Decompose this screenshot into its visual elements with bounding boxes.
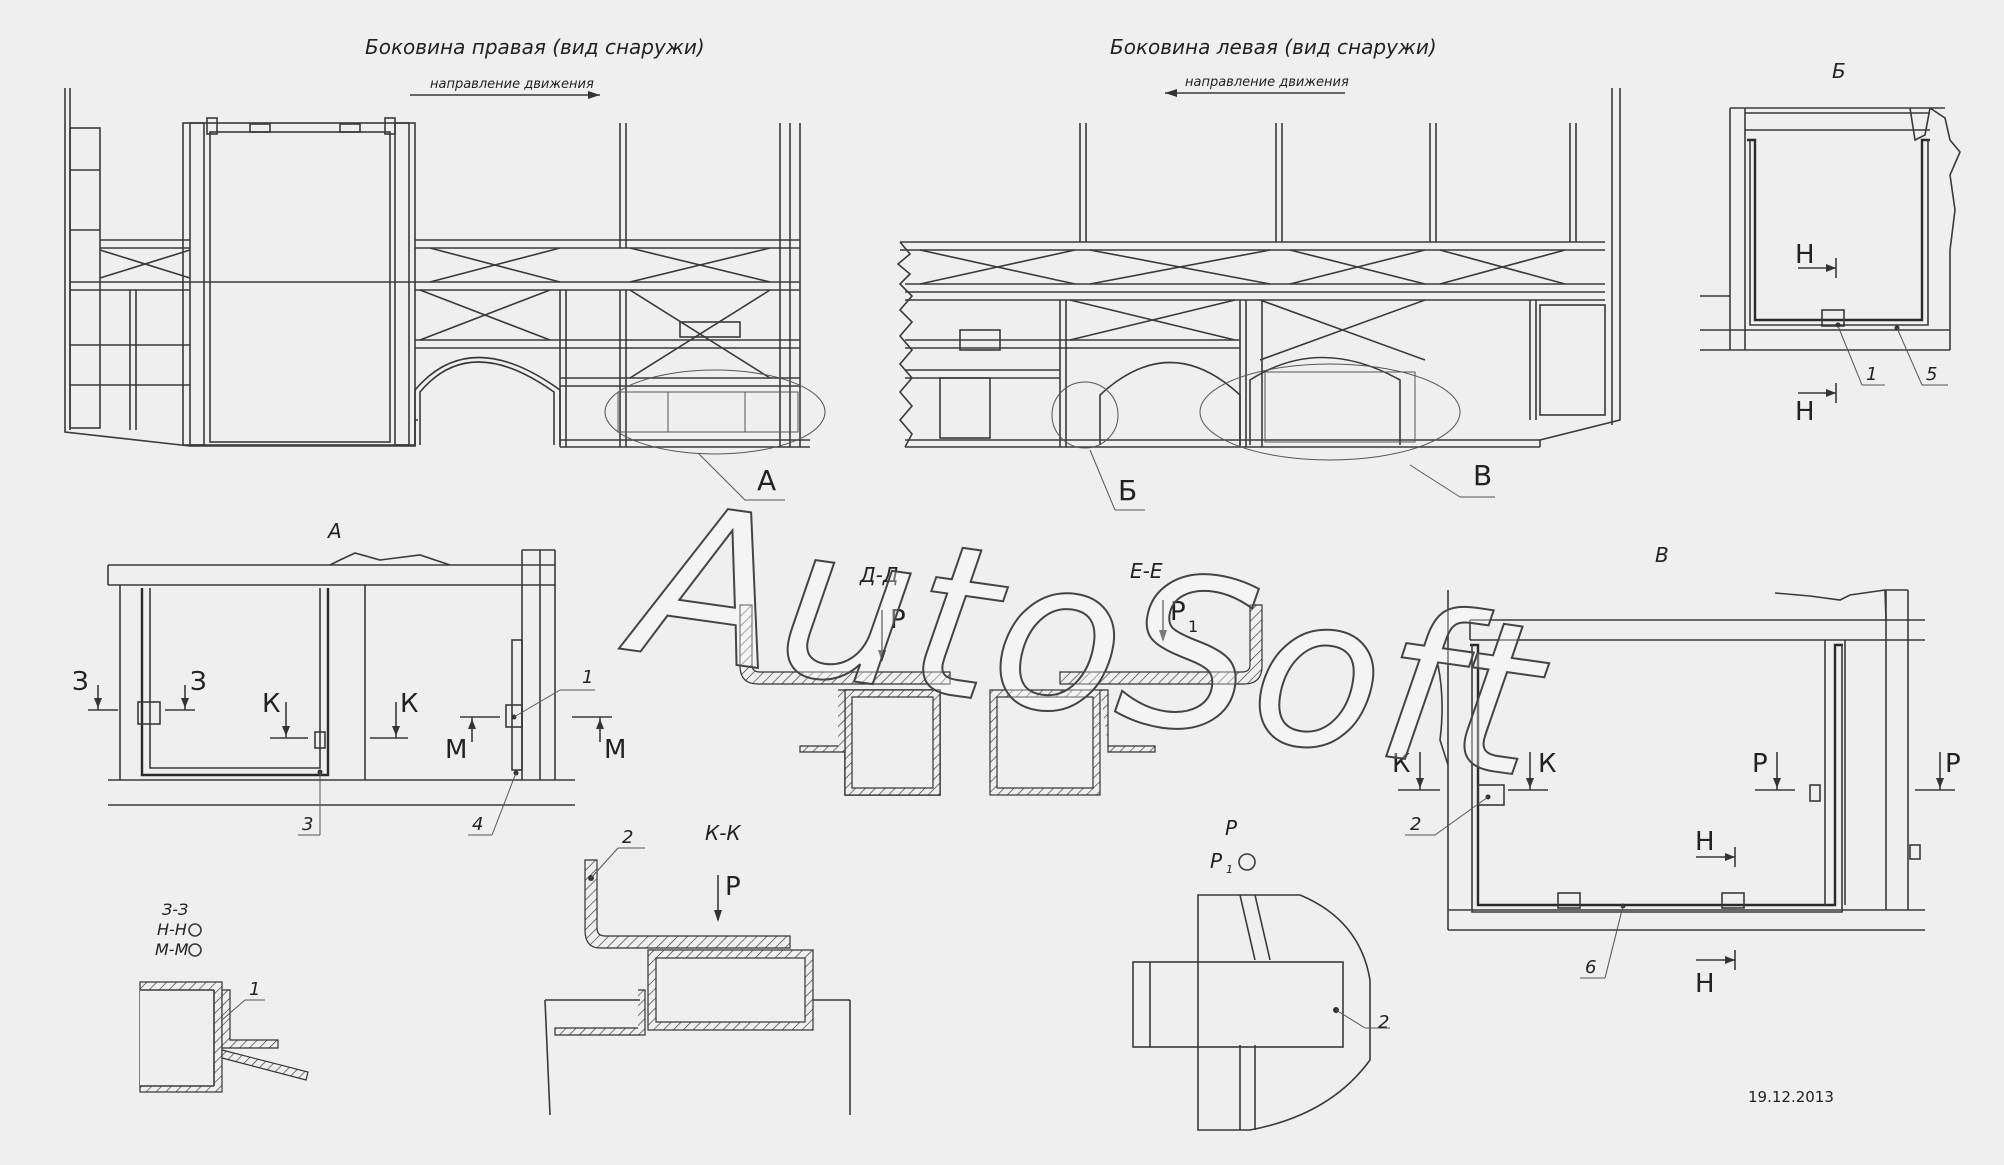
view-b-part-5: 5 bbox=[1926, 364, 1937, 385]
view-a-section-m-left: М bbox=[445, 735, 467, 765]
section-zz: З-З Н-Н М-М 1 bbox=[139, 900, 309, 1093]
section-zz-title: З-З bbox=[162, 900, 188, 919]
section-ee-mark-p1: Р bbox=[1170, 597, 1186, 627]
view-b-title: Б bbox=[1832, 59, 1846, 83]
view-v-section-p-right: Р bbox=[1945, 749, 1961, 779]
view-a-title: А bbox=[326, 519, 342, 543]
callout-v-ellipse bbox=[1199, 363, 1461, 461]
right-side-title: Боковина правая (вид снаружи) bbox=[365, 35, 705, 59]
view-b-part-1: 1 bbox=[1866, 364, 1877, 385]
view-a-section-k-left: К bbox=[262, 689, 280, 719]
section-dd-mark-p: Р bbox=[890, 605, 906, 635]
view-a-part-4: 4 bbox=[472, 814, 483, 835]
section-dd: Д-Д Р bbox=[739, 563, 951, 796]
view-r-part-2: 2 bbox=[1378, 1012, 1389, 1033]
view-a-section-m-right: М bbox=[604, 735, 626, 765]
view-r: Р Р 1 2 bbox=[1132, 816, 1390, 1131]
left-side-title: Боковина левая (вид снаружи) bbox=[1110, 35, 1437, 59]
view-r1-title: Р bbox=[1210, 849, 1223, 873]
section-kk-title: К-К bbox=[705, 821, 741, 845]
view-v-part-2: 2 bbox=[1410, 814, 1421, 835]
section-kk-part-2: 2 bbox=[622, 827, 633, 848]
right-direction-label: направление движения bbox=[430, 77, 594, 92]
section-ee-title: Е-Е bbox=[1130, 559, 1163, 583]
detail-view-a: А З З К К bbox=[72, 519, 626, 836]
section-ee: Е-Е Р 1 bbox=[989, 559, 1263, 796]
view-v-part-6: 6 bbox=[1585, 957, 1596, 978]
detail-view-b: Б Н Н 1 5 bbox=[1700, 59, 1961, 427]
view-a-part-3: 3 bbox=[302, 814, 313, 835]
section-mm-title: М-М bbox=[155, 940, 189, 959]
left-side-frame: Боковина левая (вид снаружи) направление… bbox=[896, 35, 1621, 461]
section-kk-mark-p: Р bbox=[725, 872, 741, 902]
callout-v-label: В bbox=[1473, 459, 1492, 492]
view-v-section-h-bottom: Н bbox=[1695, 969, 1715, 999]
view-v-section-h-top: Н bbox=[1695, 827, 1715, 857]
callout-a-label: А bbox=[757, 464, 776, 497]
view-r-title: Р bbox=[1225, 816, 1238, 840]
section-zz-part-1: 1 bbox=[249, 979, 260, 1000]
drawing-date: 19.12.2013 bbox=[1748, 1088, 1834, 1106]
view-a-section-k-right: К bbox=[400, 689, 418, 719]
view-a-section-z-left: З bbox=[72, 667, 89, 697]
view-a-section-z-right: З bbox=[190, 667, 207, 697]
view-v-section-p-left: Р bbox=[1752, 749, 1768, 779]
right-side-frame: Боковина правая (вид снаружи) направлени… bbox=[64, 35, 826, 455]
detail-view-v: В К К Р Р bbox=[1392, 543, 1961, 999]
view-v-section-k-right: К bbox=[1538, 749, 1556, 779]
right-direction-arrowhead bbox=[588, 91, 600, 99]
left-direction-label: направление движения bbox=[1185, 75, 1349, 90]
left-direction-arrowhead bbox=[1165, 89, 1177, 97]
view-v-section-k-left: К bbox=[1392, 749, 1410, 779]
section-dd-title: Д-Д bbox=[859, 563, 898, 587]
callout-b-circle bbox=[1051, 381, 1119, 449]
section-ee-mark-p1-sub: 1 bbox=[1188, 617, 1198, 636]
view-v-title: В bbox=[1655, 543, 1669, 567]
view-a-part-1: 1 bbox=[582, 667, 593, 688]
section-nn-title: Н-Н bbox=[157, 920, 187, 939]
callouts: А Б В bbox=[697, 449, 1495, 511]
callout-b-label: Б bbox=[1118, 474, 1137, 507]
view-b-section-h-bottom: Н bbox=[1795, 397, 1815, 427]
view-r1-sub: 1 bbox=[1226, 863, 1233, 876]
section-kk: К-К Р 2 bbox=[544, 821, 851, 1116]
view-b-section-h-top: Н bbox=[1795, 240, 1815, 270]
